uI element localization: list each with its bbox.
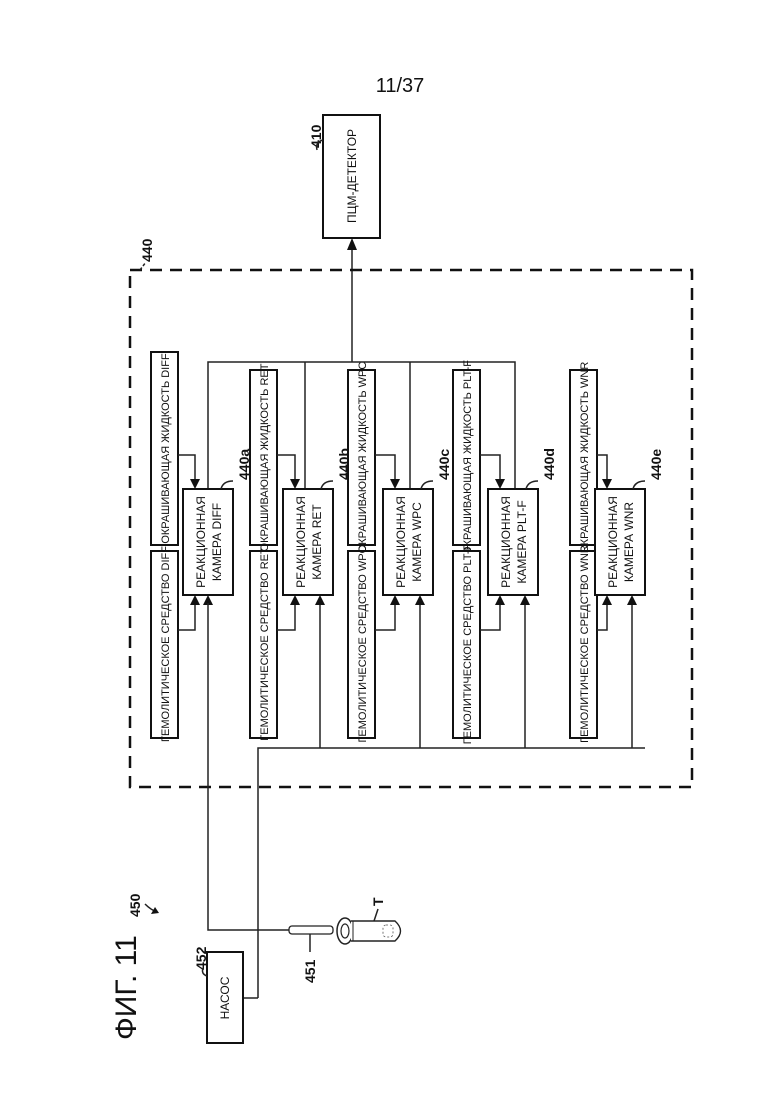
hemolytic-feed-arrow-diff xyxy=(190,595,200,605)
stain-feed-arrow-wnr xyxy=(602,479,612,489)
hemolytic-label-wnr: ГЕМОЛИТИЧЕСКОЕ СРЕДСТВО WNR xyxy=(579,545,591,743)
channel-wnr: СКРАШИВАЮЩАЯ ЖИДКОСТЬ WNRГЕМОЛИТИЧЕСКОЕ … xyxy=(570,362,664,748)
channel-wpc: ОКРАШИВАЮЩАЯ ЖИДКОСТЬ WPCГЕМОЛИТИЧЕСКОЕ … xyxy=(348,362,452,748)
reaction-chamber-wnr xyxy=(595,489,645,595)
tube-cap-inner xyxy=(341,924,349,938)
chamber-ref-leader-wnr xyxy=(633,481,645,489)
hemolytic-feed-line-ret xyxy=(277,602,295,630)
detector-label: ПЦМ-ДЕТЕКТОР xyxy=(345,129,359,223)
hemolytic-feed-line-wnr xyxy=(597,602,607,630)
chamber-ref-wnr: 440e xyxy=(648,449,664,480)
chamber-label-line2-diff: КАМЕРА DIFF xyxy=(210,503,224,581)
sample-feed-arrow-plt-f xyxy=(520,595,530,605)
hemolytic-feed-arrow-wpc xyxy=(390,595,400,605)
reaction-chamber-wpc xyxy=(383,489,433,595)
chamber-ref-leader-wpc xyxy=(421,481,433,489)
chamber-label-line2-ret: КАМЕРА RET xyxy=(310,504,324,580)
detector-arrow xyxy=(347,238,357,250)
reaction-chamber-plt-f xyxy=(488,489,538,595)
stain-label-ret: ОКРАШИВАЮЩАЯ ЖИДКОСТЬ RET xyxy=(259,363,271,551)
hemolytic-feed-arrow-wnr xyxy=(602,595,612,605)
detector-ref: 410 xyxy=(308,124,324,148)
hemolytic-label-wpc: ГЕМОЛИТИЧЕСКОЕ СРЕДСТВО WPC xyxy=(357,545,369,742)
channel-groups: ОКРАШИВАЮЩАЯ ЖИДКОСТЬ DIFF ГЕМОЛИТИЧЕСКОЕ… xyxy=(151,352,664,748)
sample-unit-ref: 450 xyxy=(127,893,143,917)
chamber-label-line1-ret: РЕАКЦИОННАЯ xyxy=(294,496,308,588)
stain-feed-arrow-plt-f xyxy=(495,479,505,489)
chamber-label-line1-diff: РЕАКЦИОННАЯ xyxy=(194,496,208,588)
stain-feed-line-wpc xyxy=(375,455,395,482)
chamber-ref-leader-plt-f xyxy=(526,481,538,489)
detector-block: ПЦМ-ДЕТЕКТОР 410 xyxy=(308,115,380,238)
channel-diff: ОКРАШИВАЮЩАЯ ЖИДКОСТЬ DIFF ГЕМОЛИТИЧЕСКОЕ… xyxy=(151,352,252,742)
stain-label-plt-f: ОКРАШИВАЮЩАЯ ЖИДКОСТЬ PLT-F xyxy=(462,360,474,555)
channel-plt-f: ОКРАШИВАЮЩАЯ ЖИДКОСТЬ PLT-FГЕМОЛИТИЧЕСКО… xyxy=(453,360,557,748)
figure-label: ФИГ. 11 xyxy=(110,935,143,1040)
chamber-label-line1-wnr: РЕАКЦИОННАЯ xyxy=(606,496,620,588)
chamber-label-line2-wnr: КАМЕРА WNR xyxy=(622,502,636,583)
chamber-ref-wpc: 440c xyxy=(436,449,452,480)
nozzle: 451 xyxy=(289,926,333,983)
measurement-unit-leader xyxy=(140,262,146,270)
hemolytic-feed-line-plt-f xyxy=(480,602,500,630)
hemolytic-label-ret: ГЕМОЛИТИЧЕСКОЕ СРЕДСТВО RET xyxy=(259,547,271,741)
hemolytic-feed-line-wpc xyxy=(375,602,395,630)
hemolytic-feed-arrow-ret xyxy=(290,595,300,605)
tube-leader xyxy=(374,909,378,921)
channel-ret: ОКРАШИВАЮЩАЯ ЖИДКОСТЬ RETГЕМОЛИТИЧЕСКОЕ … xyxy=(250,363,352,748)
measurement-unit-ref: 440 xyxy=(139,238,155,262)
sample-feed-arrow-wnr xyxy=(627,595,637,605)
nozzle-body xyxy=(289,926,333,934)
pump-label: НАСОС xyxy=(218,976,232,1019)
stain-feed-line-wnr xyxy=(597,455,607,482)
tube-ref: T xyxy=(370,897,386,906)
reaction-chamber-diff xyxy=(183,489,233,595)
stain-label-wnr: СКРАШИВАЮЩАЯ ЖИДКОСТЬ WNR xyxy=(579,362,591,554)
tube-body xyxy=(351,921,401,941)
stain-feed-arrow-ret xyxy=(290,479,300,489)
sample-tube: T xyxy=(337,897,401,944)
hemolytic-feed-arrow-plt-f xyxy=(495,595,505,605)
hemolytic-feed-line-diff xyxy=(178,602,195,630)
chamber-ref-leader-ret xyxy=(321,481,333,489)
sample-feed-arrow-wpc xyxy=(415,595,425,605)
chamber-ref-leader-diff xyxy=(221,481,233,489)
stain-feed-arrow-wpc xyxy=(390,479,400,489)
chamber-label-line2-wpc: КАМЕРА WPC xyxy=(410,502,424,582)
nozzle-ref: 451 xyxy=(302,959,318,983)
hemolytic-label-diff: ГЕМОЛИТИЧЕСКОЕ СРЕДСТВО DIFF xyxy=(160,546,172,742)
stain-feed-line-diff xyxy=(178,455,195,482)
chamber-label-line2-plt-f: КАМЕРА PLT-F xyxy=(515,500,529,583)
pump-block: НАСОС 452 xyxy=(193,946,243,1043)
chamber-label-line1-plt-f: РЕАКЦИОННАЯ xyxy=(499,496,513,588)
sample-feed-arrow-ret xyxy=(315,595,325,605)
chamber-ref-plt-f: 440d xyxy=(541,448,557,480)
page-number: 11/37 xyxy=(376,75,425,97)
pump-ref: 452 xyxy=(193,946,209,970)
stain-feed-arrow-diff xyxy=(190,479,200,489)
reaction-chamber-ret xyxy=(283,489,333,595)
stain-feed-line-plt-f xyxy=(480,455,500,482)
stain-feed-line-ret xyxy=(277,455,295,482)
stain-label-diff: ОКРАШИВАЮЩАЯ ЖИДКОСТЬ DIFF xyxy=(160,353,172,544)
stain-label-wpc: ОКРАШИВАЮЩАЯ ЖИДКОСТЬ WPC xyxy=(357,362,369,554)
hemolytic-label-plt-f: ГЕМОЛИТИЧЕСКОЕ СРЕДСТВО PLT-F xyxy=(462,543,474,744)
chamber-label-line1-wpc: РЕАКЦИОННАЯ xyxy=(394,496,408,588)
